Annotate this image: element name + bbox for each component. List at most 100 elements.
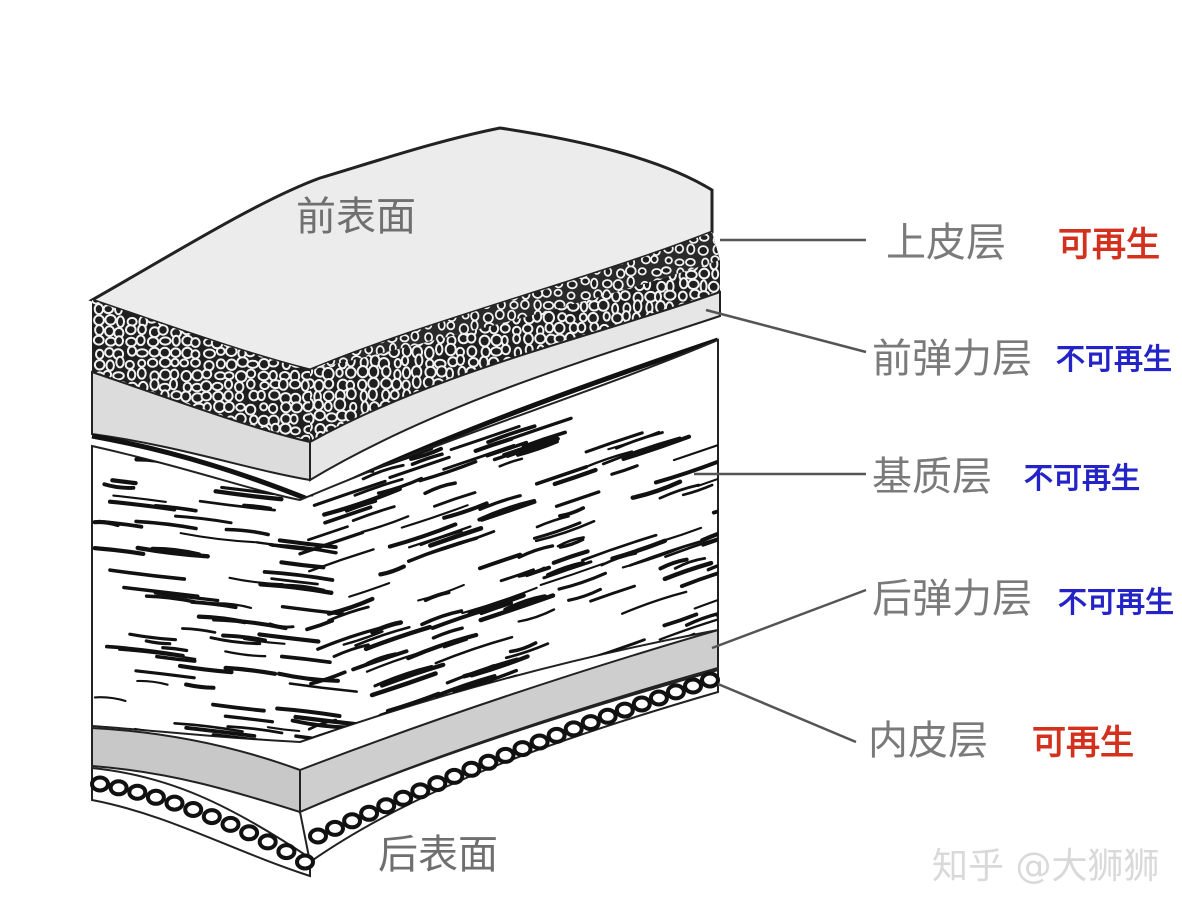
- cell-texture: [470, 319, 479, 332]
- fiber-texture: [385, 691, 441, 714]
- cell-texture: [542, 310, 555, 325]
- endothelial-cell: [90, 775, 110, 793]
- fiber-texture: [365, 652, 398, 666]
- fiber-texture: [700, 520, 718, 543]
- endothelial-cell: [295, 853, 315, 871]
- cell-texture: [149, 378, 160, 391]
- endothelial-cell: [546, 726, 567, 744]
- fiber-texture: [717, 540, 718, 555]
- fiber-texture: [280, 605, 345, 616]
- cell-texture: [105, 359, 115, 372]
- fiber-texture: [266, 726, 301, 733]
- fiber-texture: [557, 571, 607, 591]
- fiber-texture: [224, 650, 267, 658]
- fiber-texture: [554, 490, 601, 508]
- fiber-texture: [387, 522, 458, 549]
- cell-texture: [553, 288, 563, 297]
- cell-texture: [279, 422, 292, 435]
- cell-texture: [200, 390, 213, 402]
- back-surface-label: 后表面: [378, 832, 498, 878]
- cell-texture: [104, 336, 117, 347]
- cell-texture: [707, 280, 720, 293]
- cell-texture: [125, 324, 137, 336]
- fiber-texture: [404, 706, 434, 719]
- fiber-texture: [706, 553, 718, 572]
- cell-texture: [666, 333, 675, 344]
- cell-texture: [401, 366, 412, 380]
- cell-texture: [290, 401, 304, 414]
- fiber-texture: [363, 624, 433, 652]
- cell-texture: [245, 368, 257, 379]
- cell-texture: [533, 379, 542, 390]
- fiber-texture: [478, 494, 522, 511]
- fiber-texture: [621, 590, 688, 615]
- endothelial-cell: [239, 824, 260, 842]
- cell-texture: [115, 355, 125, 369]
- cell-texture: [104, 314, 117, 326]
- fiber-texture: [92, 519, 120, 528]
- cell-texture: [267, 403, 279, 414]
- cell-texture: [200, 380, 213, 393]
- endothelial-cell: [478, 753, 499, 771]
- fiber-texture: [220, 485, 275, 496]
- fiber-texture: [378, 564, 406, 577]
- cell-texture: [234, 391, 245, 402]
- cell-texture: [126, 345, 138, 357]
- cell-texture: [598, 355, 611, 370]
- cell-texture: [564, 313, 576, 325]
- cell-texture: [619, 290, 631, 302]
- fiber-texture: [107, 499, 177, 512]
- cell-texture: [592, 367, 602, 370]
- cell-texture: [401, 379, 411, 391]
- cell-texture: [389, 389, 400, 401]
- fiber-texture: [516, 439, 559, 457]
- cell-texture: [313, 379, 325, 393]
- cell-texture: [466, 345, 478, 358]
- cell-texture: [697, 245, 709, 256]
- endothelial-cell: [648, 689, 669, 707]
- fiber-texture: [181, 627, 217, 634]
- cell-texture: [333, 397, 347, 412]
- cell-texture: [446, 320, 456, 331]
- fiber-texture: [410, 452, 444, 467]
- cell-texture: [675, 336, 688, 347]
- fiber-texture: [517, 608, 556, 623]
- fiber-texture: [584, 431, 644, 454]
- cell-texture: [381, 388, 391, 402]
- cell-texture: [652, 346, 661, 355]
- fiber-texture: [369, 671, 438, 698]
- cell-texture: [289, 426, 301, 436]
- fiber-texture: [517, 544, 555, 559]
- endothelial-cell: [276, 843, 297, 861]
- cell-texture: [699, 321, 708, 334]
- cell-texture: [157, 324, 169, 336]
- cell-texture: [553, 377, 566, 389]
- fiber-texture: [380, 662, 446, 688]
- cell-texture: [136, 367, 147, 380]
- cell-texture: [190, 337, 201, 348]
- cell-texture: [426, 431, 434, 442]
- cell-texture: [393, 358, 402, 369]
- fiber-texture: [552, 467, 598, 487]
- fiber-texture: [480, 500, 537, 522]
- cell-texture: [401, 431, 414, 442]
- cell-texture: [203, 348, 216, 359]
- cell-texture: [482, 312, 494, 324]
- cell-texture: [367, 387, 378, 401]
- fiber-texture: [257, 632, 321, 644]
- watermark: 知乎 @大狮狮: [932, 846, 1159, 887]
- fiber-texture: [535, 515, 570, 529]
- fiber-texture: [499, 568, 535, 583]
- cell-texture: [112, 371, 125, 381]
- cell-texture: [223, 401, 235, 413]
- fiber-texture: [153, 591, 220, 603]
- fiber-texture: [358, 720, 390, 733]
- layer-name-stroma: 基质层: [872, 454, 992, 500]
- endothelial-cell: [665, 683, 686, 701]
- fiber-texture: [112, 494, 167, 503]
- fiber-texture: [211, 702, 266, 713]
- fiber-texture: [442, 638, 468, 649]
- cell-texture: [300, 379, 310, 392]
- endothelial-cell: [164, 794, 185, 812]
